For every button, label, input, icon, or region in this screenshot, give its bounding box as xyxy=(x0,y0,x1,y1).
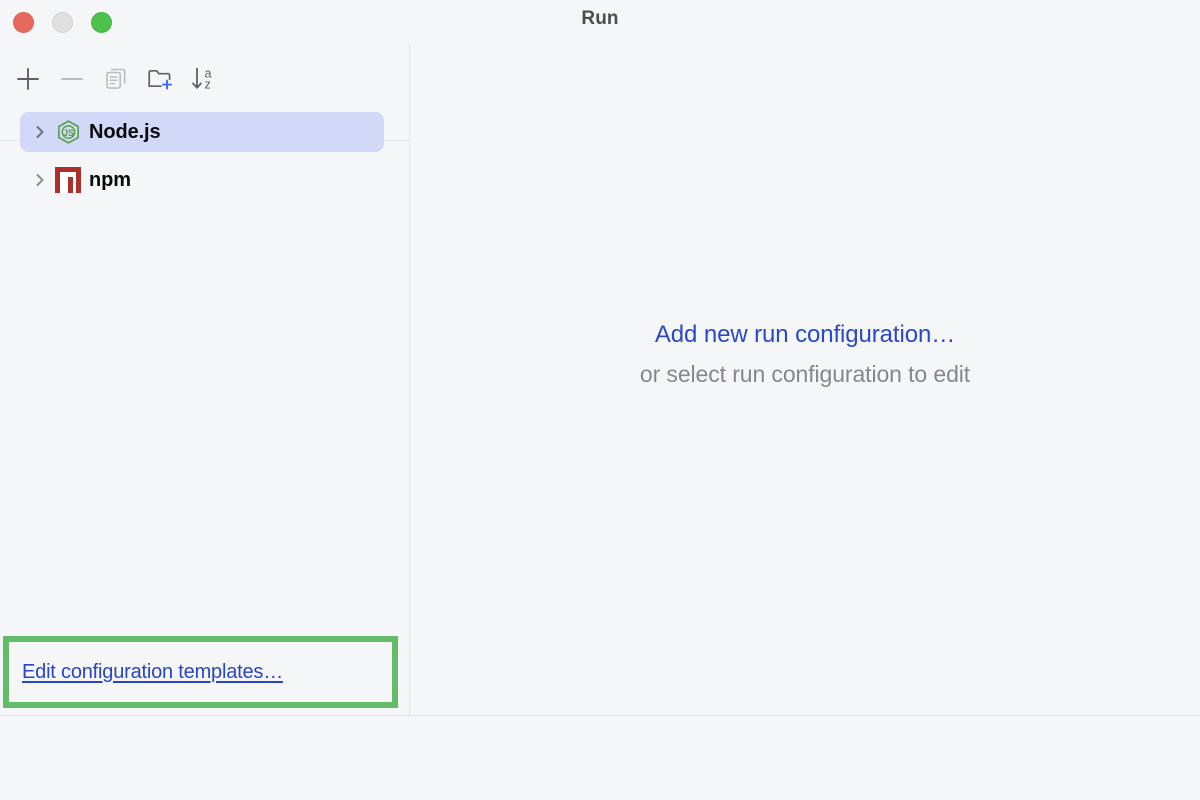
plus-icon xyxy=(15,66,41,92)
tree-item-label: npm xyxy=(89,169,131,192)
add-configuration-button[interactable] xyxy=(6,59,50,99)
add-new-run-configuration-link[interactable]: Add new run configuration… xyxy=(640,321,970,349)
chevron-right-icon[interactable] xyxy=(28,168,52,192)
remove-configuration-button[interactable] xyxy=(50,59,94,99)
configurations-panel: a z JS xyxy=(0,44,409,715)
sort-alphabetically-icon: a z xyxy=(189,65,219,93)
minus-icon xyxy=(59,66,85,92)
tree-item-nodejs[interactable]: JS Node.js xyxy=(20,112,384,152)
empty-state-hint: or select run configuration to edit xyxy=(640,361,970,388)
chevron-right-icon[interactable] xyxy=(28,120,52,144)
configurations-toolbar: a z xyxy=(0,52,409,105)
copy-icon xyxy=(103,66,129,92)
tree-item-npm[interactable]: npm xyxy=(20,160,384,200)
svg-text:z: z xyxy=(205,77,211,91)
window-title: Run xyxy=(0,8,1200,30)
svg-text:JS: JS xyxy=(62,127,73,137)
copy-configuration-button[interactable] xyxy=(94,59,138,99)
edit-configuration-templates-link[interactable]: Edit configuration templates… xyxy=(22,661,283,684)
tree-item-label: Node.js xyxy=(89,121,161,144)
new-folder-icon xyxy=(146,66,174,92)
configurations-tree: JS Node.js npm xyxy=(0,112,409,208)
edit-configuration-templates-highlight: Edit configuration templates… xyxy=(3,636,398,708)
configuration-detail-panel: Add new run configuration… or select run… xyxy=(410,44,1200,715)
empty-state: Add new run configuration… or select run… xyxy=(640,321,970,388)
sort-configurations-button[interactable]: a z xyxy=(182,59,226,99)
npm-icon xyxy=(54,166,82,194)
dialog-footer: ? Apply Cancel Run xyxy=(0,716,1200,800)
new-folder-button[interactable] xyxy=(138,59,182,99)
title-bar: Run xyxy=(0,0,1200,44)
nodejs-icon: JS xyxy=(54,118,82,146)
